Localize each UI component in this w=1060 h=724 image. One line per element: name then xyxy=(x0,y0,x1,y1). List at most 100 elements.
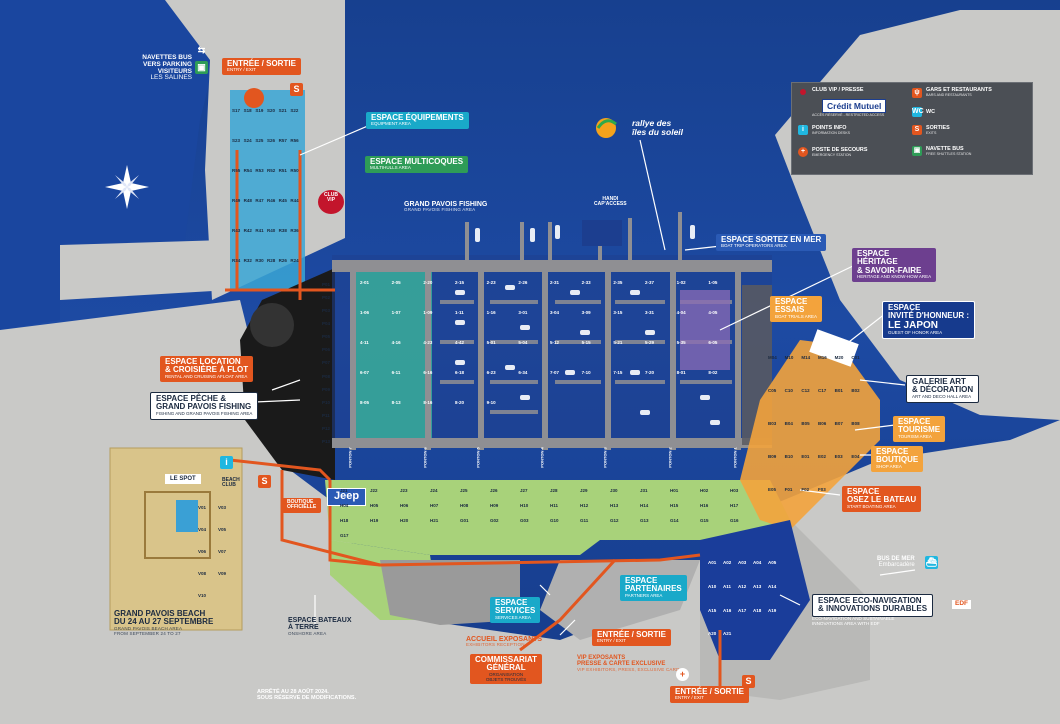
stand-h21[interactable]: H21 xyxy=(430,518,439,523)
stand-j29[interactable]: J29 xyxy=(580,488,588,493)
stand-p11[interactable]: P11 xyxy=(322,412,330,418)
stand-r47[interactable]: R47 xyxy=(255,198,264,203)
stand-h01[interactable]: H01 xyxy=(670,488,679,493)
stand-7-07[interactable]: 7-07 xyxy=(550,370,560,375)
stand-v10[interactable]: V10 xyxy=(198,593,207,598)
stand-8-16[interactable]: 8-16 xyxy=(423,400,433,405)
stand-p05[interactable]: P05 xyxy=(322,334,331,340)
stand-r46[interactable]: R46 xyxy=(267,198,276,203)
stand-h18[interactable]: H18 xyxy=(340,518,349,523)
stand-a16[interactable]: A16 xyxy=(723,607,732,613)
stand-r36[interactable]: R36 xyxy=(290,228,299,233)
stand-m16[interactable]: M16 xyxy=(818,355,827,360)
stand-r50[interactable]: R50 xyxy=(290,168,299,173)
stand-m10[interactable]: M10 xyxy=(784,355,794,360)
stand-p01[interactable]: P01 xyxy=(322,282,331,287)
stand-5-35[interactable]: 5-35 xyxy=(676,340,686,345)
stand-e04[interactable]: E04 xyxy=(851,454,860,459)
stand-h13[interactable]: H13 xyxy=(610,503,619,508)
stand-b10[interactable]: B10 xyxy=(784,454,793,459)
stand-h11[interactable]: H11 xyxy=(550,503,559,508)
stand-h19[interactable]: H19 xyxy=(370,518,379,523)
stand-s20[interactable]: S20 xyxy=(267,108,276,113)
stand-h03[interactable]: H03 xyxy=(730,488,739,493)
stand-a17[interactable]: A17 xyxy=(738,607,747,613)
stand-5-12[interactable]: 5-12 xyxy=(550,340,560,345)
stand-a02[interactable]: A02 xyxy=(723,560,732,565)
stand-j31[interactable]: J31 xyxy=(640,488,648,493)
stand-6-16[interactable]: 6-16 xyxy=(423,370,433,375)
stand-1-16[interactable]: 1-16 xyxy=(486,310,496,315)
stand-3-09[interactable]: 3-09 xyxy=(581,310,591,315)
stand-2-37[interactable]: 2-37 xyxy=(645,280,655,285)
stand-h15[interactable]: H15 xyxy=(670,503,679,508)
stand-4-05[interactable]: 4-05 xyxy=(708,310,718,315)
stand-s26[interactable]: S26 xyxy=(267,138,276,143)
stand-j26[interactable]: J26 xyxy=(490,488,498,493)
stand-c10[interactable]: C10 xyxy=(784,388,793,393)
stand-a12[interactable]: A12 xyxy=(738,583,747,589)
stand-s19[interactable]: S19 xyxy=(255,108,264,113)
stand-s24[interactable]: S24 xyxy=(243,138,252,143)
stand-1-07[interactable]: 1-07 xyxy=(391,310,401,315)
stand-p07[interactable]: P07 xyxy=(322,360,331,366)
stand-3-31[interactable]: 3-31 xyxy=(645,310,655,315)
stand-a10[interactable]: A10 xyxy=(708,583,717,589)
stand-f01[interactable]: F01 xyxy=(784,487,793,492)
stand-r30[interactable]: R30 xyxy=(255,258,264,263)
stand-3-15[interactable]: 3-15 xyxy=(613,310,623,315)
stand-j27[interactable]: J27 xyxy=(520,488,528,493)
stand-s22[interactable]: S22 xyxy=(290,108,299,113)
stand-e02[interactable]: E02 xyxy=(818,454,827,459)
stand-m20[interactable]: M20 xyxy=(834,355,844,360)
stand-r57[interactable]: R57 xyxy=(278,138,287,143)
stand-5-29[interactable]: 5-29 xyxy=(645,340,655,345)
stand-5-21[interactable]: 5-21 xyxy=(613,340,623,345)
stand-g11[interactable]: G11 xyxy=(580,518,589,523)
stand-1-06[interactable]: 1-06 xyxy=(360,310,370,315)
stand-h05[interactable]: H05 xyxy=(370,503,379,508)
stand-4-42[interactable]: 4-42 xyxy=(455,340,465,345)
stand-h02[interactable]: H02 xyxy=(700,488,709,493)
stand-5-04[interactable]: 5-04 xyxy=(518,340,528,345)
stand-2-01[interactable]: 2-01 xyxy=(360,280,370,285)
stand-8-01[interactable]: 8-01 xyxy=(676,370,686,375)
stand-h12[interactable]: H12 xyxy=(580,503,589,508)
stand-r51[interactable]: R51 xyxy=(278,168,287,173)
stand-h20[interactable]: H20 xyxy=(400,518,409,523)
stand-r45[interactable]: R45 xyxy=(278,198,287,203)
stand-b01[interactable]: B01 xyxy=(834,388,843,393)
stand-p03[interactable]: P03 xyxy=(322,308,331,314)
stand-7-20[interactable]: 7-20 xyxy=(645,370,655,375)
stand-1-11[interactable]: 1-11 xyxy=(455,310,464,315)
stand-p12[interactable]: P12 xyxy=(322,425,331,431)
stand-v03[interactable]: V03 xyxy=(218,505,227,510)
stand-r34[interactable]: R34 xyxy=(232,258,241,263)
stand-f02[interactable]: F02 xyxy=(801,487,810,492)
stand-1-09[interactable]: 1-09 xyxy=(423,310,433,315)
stand-s23[interactable]: S23 xyxy=(232,138,241,143)
stand-r32[interactable]: R32 xyxy=(243,258,252,263)
stand-j25[interactable]: J25 xyxy=(460,488,468,493)
stand-2-20[interactable]: 2-20 xyxy=(423,280,433,285)
stand-b07[interactable]: B07 xyxy=(834,421,843,426)
stand-7-10[interactable]: 7-10 xyxy=(581,370,591,375)
stand-s17[interactable]: S17 xyxy=(232,108,241,113)
stand-r40[interactable]: R40 xyxy=(267,228,276,233)
stand-r42[interactable]: R42 xyxy=(243,228,252,233)
stand-g01[interactable]: G01 xyxy=(460,518,469,523)
stand-6-05[interactable]: 6-05 xyxy=(708,340,718,345)
stand-c12[interactable]: C12 xyxy=(801,388,810,393)
stand-4-23[interactable]: 4-23 xyxy=(423,340,433,345)
stand-5-15[interactable]: 5-15 xyxy=(581,340,591,345)
stand-j22[interactable]: J22 xyxy=(370,488,378,493)
stand-g15[interactable]: G15 xyxy=(700,518,709,523)
stand-p04[interactable]: P04 xyxy=(322,321,331,327)
stand-e03[interactable]: E03 xyxy=(834,454,843,459)
stand-p08[interactable]: P08 xyxy=(322,373,331,379)
stand-h06[interactable]: H06 xyxy=(400,503,409,508)
stand-h07[interactable]: H07 xyxy=(430,503,439,508)
stand-g16[interactable]: G16 xyxy=(730,518,739,523)
stand-a01[interactable]: A01 xyxy=(708,560,717,565)
